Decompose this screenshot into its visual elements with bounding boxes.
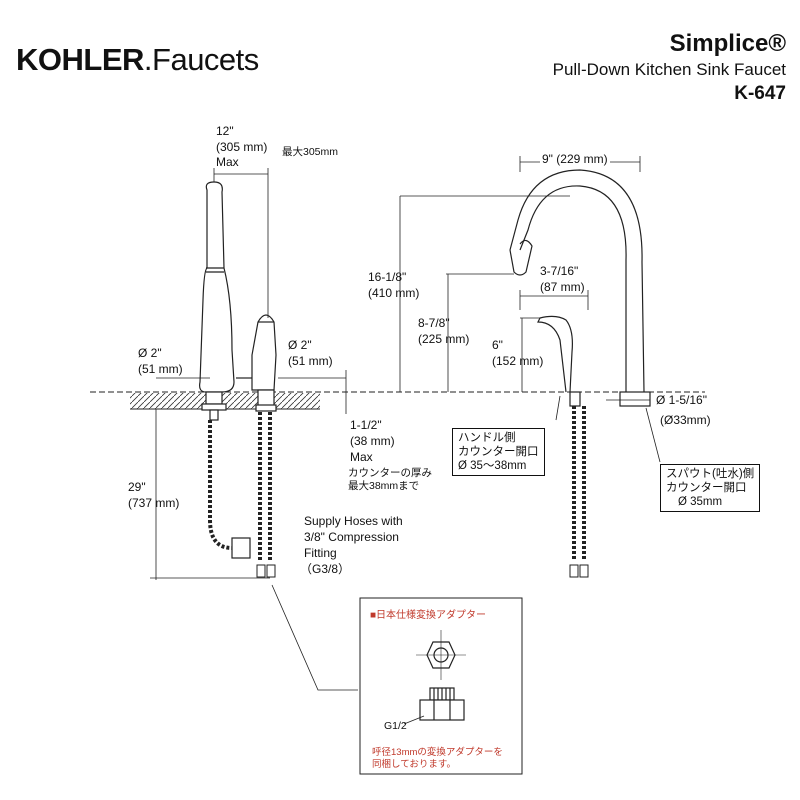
deck-jp-1: カウンターの厚み [348,467,432,479]
outlet-height: 8-7/8" [418,316,450,330]
product-type: Pull-Down Kitchen Sink Faucet [552,60,786,79]
spout-arc-inner [509,169,645,393]
supply-line-3: Fitting [304,546,337,560]
model-number: K-647 [734,83,786,104]
hose-length: 29" [128,480,146,494]
deck-max: Max [350,450,373,464]
spray-head [509,239,533,276]
spout-box-line-3: Ø 35mm [678,496,723,508]
reach-max: Max [216,155,239,169]
hose-length-mm: (737 mm) [128,496,180,510]
deck-thickness: 1-1/2" [350,418,382,432]
spout-box-line-2: カウンター開口 [666,482,747,494]
front-view-faucet [509,169,651,578]
deck-thickness-mm: (38 mm) [350,434,395,448]
spout-dia-mm: (51 mm) [138,362,183,376]
brand-suffix: Faucets [152,42,259,77]
total-height-mm: (410 mm) [368,286,420,300]
handle-box-line-2: カウンター開口 [458,446,539,458]
spout-base-nut [619,391,651,407]
total-height: 16-1/8" [368,270,407,284]
supply-line-1: Supply Hoses with [304,514,403,528]
spout-dia: Ø 2" [138,346,162,360]
deck-jp-2: 最大38mmまで [348,480,420,492]
adapter-hex [419,699,465,721]
side-view-faucet [199,181,277,421]
handle-box-line-3: Ø 35〜38mm [458,460,527,472]
adapter-note-1: 呼径13mmの変換アダプターを [372,747,503,758]
handle-dia-mm: (51 mm) [288,354,333,368]
handle-dia: Ø 2" [288,338,312,352]
handle-height: 6" [492,338,503,352]
supply-hoses [208,412,276,578]
spout-box-line-1: スパウト(吐水)側 [666,468,755,480]
base-dia-mm: (Ø33mm) [660,413,711,427]
brand-dot: . [143,42,153,77]
adapter-note-2: 同梱しております。 [372,759,456,770]
outlet-height-mm: (225 mm) [418,332,470,346]
handle-lever [537,315,573,393]
reach-dim-mm: (305 mm) [216,140,268,154]
adapter-title: ■日本仕様変換アダプター [370,610,487,621]
spout-reach: 9" (229 mm) [540,152,610,166]
handle-box-line-1: ハンドル側 [458,432,516,444]
adapter-box [359,597,523,775]
brand-logo: KOHLER.Faucets [16,42,259,78]
base-dia: Ø 1-5/16" [656,393,707,407]
adapter-illustration [403,630,466,725]
product-name: Simplice® [669,30,786,57]
reach-dim: 12" [216,124,234,138]
reach-jp: 最大305mm [282,146,339,158]
outlet-reach-mm: (87 mm) [540,280,585,294]
spout-body [199,181,235,393]
spout-opening-box: スパウト(吐水)側 カウンター開口 Ø 35mm [660,464,761,512]
spout-arc-outer [519,185,627,392]
adapter-thread-label: G1/2 [384,720,407,732]
outlet-reach: 3-7/16" [540,264,579,278]
handle-body [251,314,277,391]
handle-height-mm: (152 mm) [492,354,544,368]
brand-name: KOHLER [16,42,144,77]
supply-line-2: 3/8" Compression [304,530,399,544]
supply-jp: （G3/8） [300,562,351,576]
handle-opening-box: ハンドル側 カウンター開口 Ø 35〜38mm [452,428,545,476]
spout-shank [205,391,223,405]
